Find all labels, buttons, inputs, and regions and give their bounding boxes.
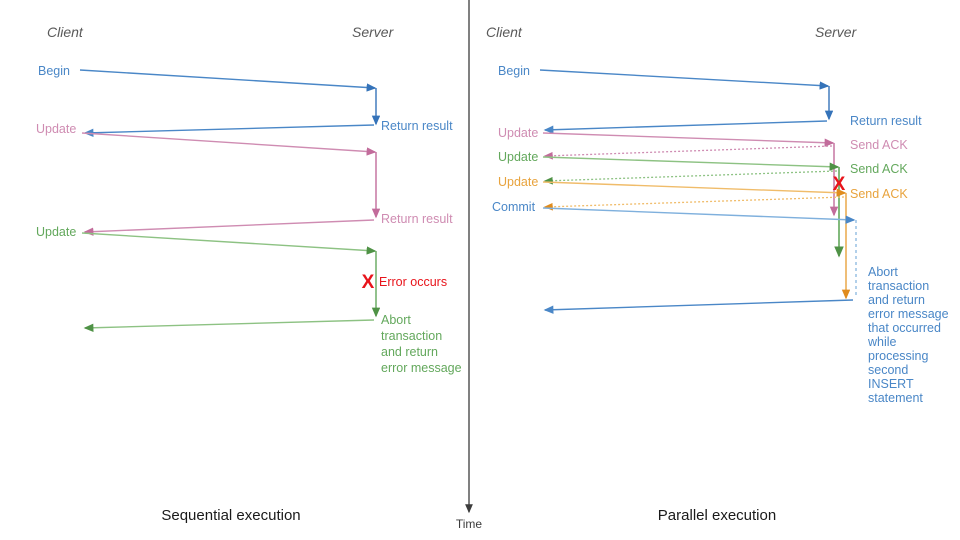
arrow-update-2-request-seq <box>81 232 377 255</box>
arrow-abort-return-seq <box>83 319 375 332</box>
svg-text:transaction: transaction <box>868 279 929 293</box>
server-label-send-ack-2-par: Send ACK <box>850 162 908 176</box>
panel-sequential: Client Server Return result Return resul… <box>36 24 462 524</box>
lane-header-server-parallel: Server <box>815 24 858 40</box>
arrow-ack-1-par <box>543 145 833 160</box>
arrow-update-1-request-par <box>542 132 835 147</box>
lane-header-client-sequential: Client <box>47 24 84 40</box>
arrow-commit-request-par <box>542 207 856 224</box>
server-label-return-result-2-seq: Return result <box>381 212 453 226</box>
client-label-update-2-seq: Update <box>36 225 76 239</box>
server-label-abort-message-seq: Abort transaction and return error messa… <box>381 313 462 375</box>
svg-text:processing: processing <box>868 349 928 363</box>
arrow-update-1-request-seq <box>81 132 377 156</box>
svg-text:transaction: transaction <box>381 329 442 343</box>
arrow-return-result-2-seq <box>83 219 375 236</box>
client-label-begin-par: Begin <box>498 64 530 78</box>
client-label-update-3-par: Update <box>498 175 538 189</box>
svg-text:error message: error message <box>381 361 462 375</box>
svg-text:while: while <box>867 335 897 349</box>
server-label-error-occurs-seq: Error occurs <box>379 275 447 289</box>
client-label-update-1-par: Update <box>498 126 538 140</box>
server-label-return-result-par: Return result <box>850 114 922 128</box>
client-label-update-1-seq: Update <box>36 122 76 136</box>
client-label-update-2-par: Update <box>498 150 538 164</box>
server-label-send-ack-1-par: Send ACK <box>850 138 908 152</box>
panel-parallel: Client Server Return result Send ACK Sen… <box>486 24 949 524</box>
svg-text:that occurred: that occurred <box>868 321 941 335</box>
caption-sequential: Sequential execution <box>161 507 300 524</box>
arrow-return-result-1-seq <box>83 124 375 137</box>
server-label-send-ack-3-par: Send ACK <box>850 187 908 201</box>
svg-text:Abort: Abort <box>381 313 411 327</box>
svg-text:INSERT: INSERT <box>868 377 914 391</box>
svg-text:Abort: Abort <box>868 265 898 279</box>
svg-text:and return: and return <box>868 293 925 307</box>
svg-text:statement: statement <box>868 391 923 405</box>
arrow-update-3-request-par <box>542 181 847 197</box>
arrow-begin-request-par <box>539 69 830 90</box>
arrow-ack-2-par <box>543 170 838 185</box>
lane-header-client-parallel: Client <box>486 24 523 40</box>
svg-text:second: second <box>868 363 908 377</box>
time-axis-label: Time <box>456 517 483 531</box>
svg-text:error message: error message <box>868 307 949 321</box>
server-label-abort-message-par: Abort transaction and return error messa… <box>867 265 949 405</box>
client-label-begin-seq: Begin <box>38 64 70 78</box>
arrow-update-2-request-par <box>542 156 840 171</box>
svg-text:and return: and return <box>381 345 438 359</box>
caption-parallel: Parallel execution <box>658 507 776 524</box>
error-x-icon-seq: X <box>362 272 375 293</box>
error-x-icon-par: X <box>833 174 846 195</box>
server-label-return-result-1-seq: Return result <box>381 119 453 133</box>
arrow-ack-3-par <box>543 196 845 211</box>
lane-header-server-sequential: Server <box>352 24 395 40</box>
arrow-begin-request-seq <box>79 69 377 92</box>
client-label-commit-par: Commit <box>492 200 536 214</box>
arrow-abort-return-par <box>543 299 854 314</box>
arrow-return-result-par <box>543 120 828 134</box>
